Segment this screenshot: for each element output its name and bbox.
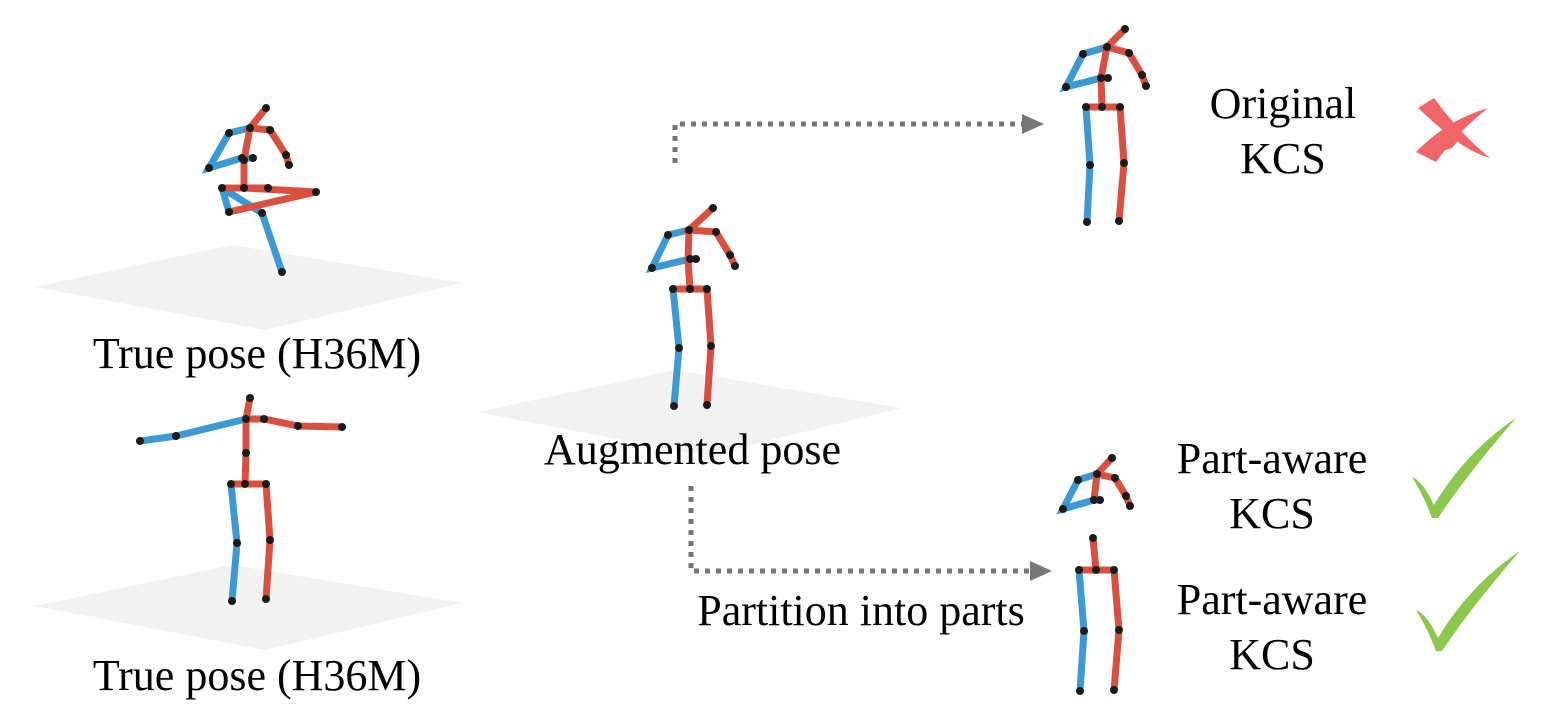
connector-to-partition bbox=[688, 486, 1052, 581]
true-pose-top-label: True pose (H36M) bbox=[92, 329, 422, 378]
partition-label: Partition into parts bbox=[697, 586, 1025, 635]
part-aware-kcs-2-label-line1: Part-aware bbox=[1176, 575, 1368, 624]
skeleton-part-aware-upper bbox=[1056, 454, 1134, 515]
augmented-pose-label: Augmented pose bbox=[544, 425, 841, 474]
skeleton-part-aware-lower bbox=[1075, 534, 1123, 695]
skeleton-true-pose-bottom bbox=[136, 394, 346, 605]
original-kcs-label-line2: KCS bbox=[1240, 134, 1326, 183]
connector-to-original bbox=[672, 114, 1044, 163]
true-pose-bottom-label: True pose (H36M) bbox=[92, 651, 422, 700]
ground-plane-top-left bbox=[35, 245, 462, 330]
skeleton-true-pose-top bbox=[201, 104, 320, 276]
cross-icon bbox=[1416, 98, 1490, 162]
skeleton-original-kcs bbox=[1059, 25, 1150, 226]
part-aware-kcs-1-label-line2: KCS bbox=[1229, 489, 1315, 538]
original-kcs-label-line1: Original bbox=[1209, 79, 1357, 128]
part-aware-kcs-1-label-line1: Part-aware bbox=[1176, 434, 1368, 483]
ground-plane-center bbox=[477, 370, 902, 456]
skeleton-augmented-pose bbox=[645, 204, 739, 410]
part-aware-kcs-2-label-line2: KCS bbox=[1229, 630, 1315, 679]
check-icon bbox=[1416, 551, 1520, 651]
check-icon bbox=[1412, 418, 1516, 518]
ground-plane-bottom-left bbox=[35, 565, 462, 650]
